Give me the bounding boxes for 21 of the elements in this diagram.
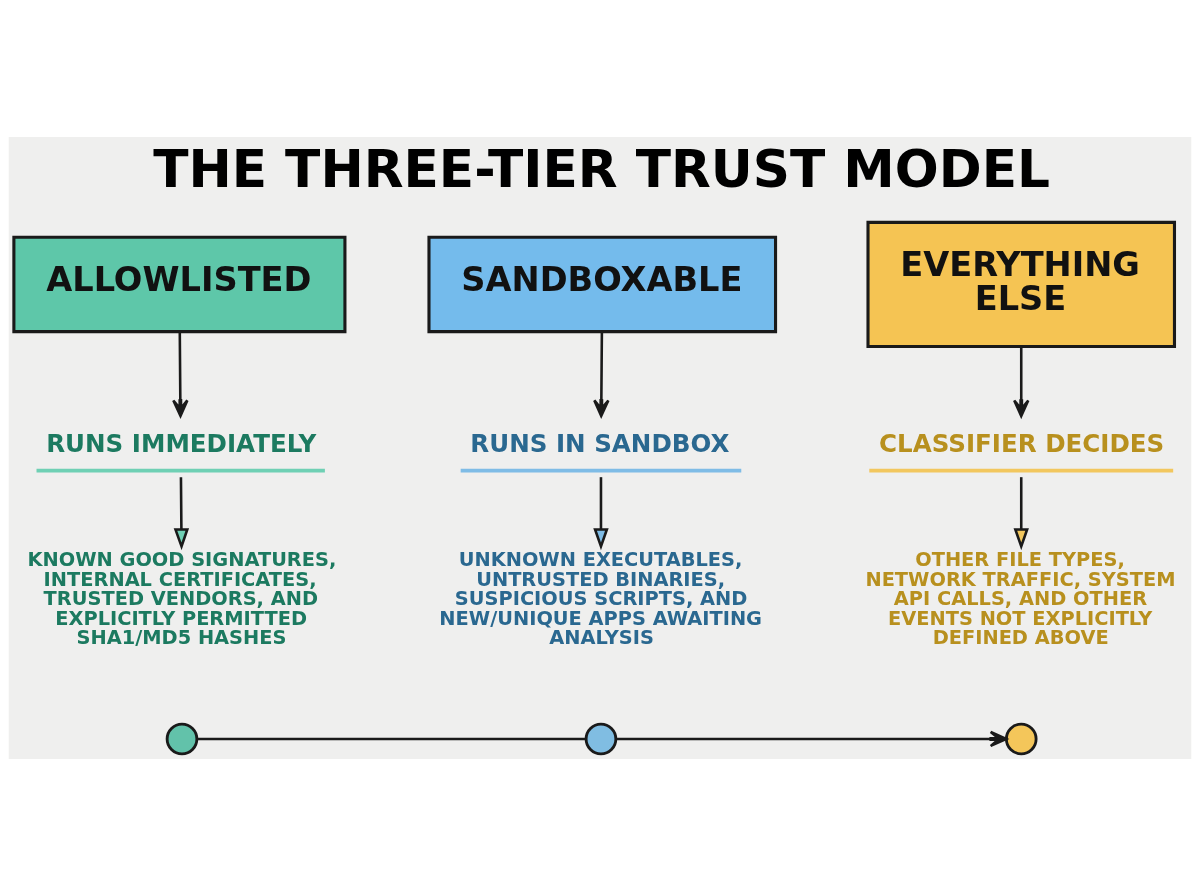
arrow	[593, 331, 610, 418]
node-box: ALLOWLISTED	[12, 235, 347, 334]
node-text: KNOWN GOOD SIGNATURES, INTERNAL CERTIFICATES, TRUSTED VENDORS, AND EXPLICITLY PERMITTED SHA1/MD5 HASHES	[27, 548, 337, 649]
node-box: SANDBOXABLE	[427, 235, 778, 334]
node-circle	[165, 722, 199, 756]
arrow	[1013, 477, 1029, 551]
node-circle	[1004, 722, 1038, 756]
arrow	[593, 477, 609, 551]
arrow	[1012, 346, 1030, 418]
node-text: UNKNOWN EXECUTABLES, UNTRUSTED BINARIES, SUSPICIOUS SCRIPTS, AND NEW/UNIQUE APPS AWAITING ANALYSIS	[439, 548, 763, 649]
connector	[197, 737, 586, 741]
arrow	[616, 730, 1008, 748]
node-text: CLASSIFIER DECIDES	[878, 429, 1165, 459]
arrow	[172, 331, 189, 418]
diagram-title: THE THREE-TIER TRUST MODEL	[153, 139, 1050, 200]
node-text: RUNS IN SANDBOX	[470, 429, 730, 459]
node-text: OTHER FILE TYPES, NETWORK TRAFFIC, SYSTEM API CALLS, AND OTHER EVENTS NOT EXPLICITLY DEFINED ABOVE	[865, 548, 1176, 649]
node-circle	[584, 722, 618, 756]
node-box: EVERYTHING ELSE	[866, 220, 1177, 349]
node-text: RUNS IMMEDIATELY	[46, 429, 317, 459]
arrow	[173, 477, 190, 551]
